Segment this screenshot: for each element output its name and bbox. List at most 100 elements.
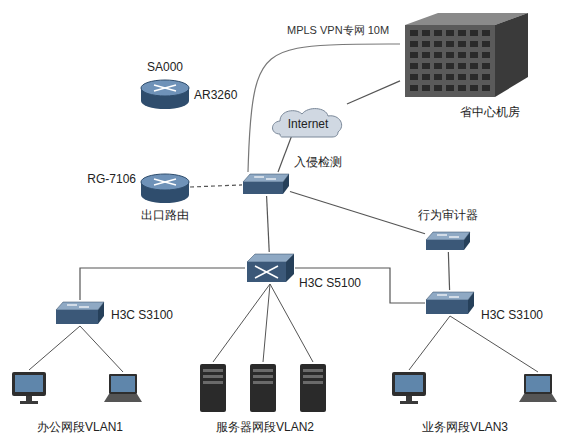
access-switch: H3C S3100 — [425, 290, 475, 316]
switch-front — [56, 310, 98, 324]
laptop-lid — [524, 374, 552, 394]
building-window — [470, 30, 478, 36]
segment-label: 办公网段VLAN1 — [37, 420, 123, 434]
switch-top — [243, 174, 289, 182]
building-window — [410, 52, 418, 58]
building-window — [470, 74, 478, 80]
switch-arrow — [255, 266, 278, 278]
device-label: Internet — [288, 117, 329, 131]
network-link — [278, 135, 292, 172]
drive-bay — [303, 369, 323, 372]
switch-side — [468, 292, 474, 314]
building-window — [410, 30, 418, 36]
drive-bay — [303, 375, 323, 378]
switch-top — [426, 292, 474, 300]
switch-arrow — [79, 306, 89, 307]
switch-side — [464, 232, 470, 250]
desktop-computer — [392, 372, 426, 404]
server-case — [200, 364, 226, 412]
building-window — [422, 63, 430, 69]
router-top — [141, 174, 189, 190]
device-label: 省中心机房 — [460, 105, 520, 119]
building-window — [434, 41, 442, 47]
switch-front — [426, 240, 464, 250]
router-icon — [140, 172, 190, 204]
building-window — [422, 74, 430, 80]
building-window — [458, 52, 466, 58]
segment-label: 业务网段VLAN3 — [422, 420, 508, 434]
building-window — [482, 63, 490, 69]
device-label: RG-7106 — [87, 172, 136, 186]
switch-icon — [55, 300, 105, 326]
switch-icon — [425, 230, 471, 252]
building-window — [470, 63, 478, 69]
building-window — [446, 41, 454, 47]
stand — [26, 396, 32, 401]
network-cable — [29, 326, 80, 370]
network-cable — [270, 284, 313, 362]
laptop-base — [519, 394, 557, 402]
router-device: SA000AR3260 — [140, 78, 190, 110]
cloud-shape — [273, 109, 342, 137]
internet-cloud: Internet — [268, 104, 348, 138]
laptop-lid — [109, 374, 137, 394]
building-window — [446, 30, 454, 36]
switch-arrow — [437, 294, 447, 295]
router-arrow — [154, 85, 176, 91]
device-label: 入侵检测 — [294, 155, 342, 169]
building-window — [482, 30, 490, 36]
switch-front — [243, 182, 283, 194]
building-window — [446, 85, 454, 91]
building-window — [458, 85, 466, 91]
network-link — [267, 196, 270, 252]
network-link — [347, 81, 400, 104]
building-icon — [400, 5, 530, 100]
access-switch: H3C S3100 — [55, 300, 105, 326]
monitor — [392, 372, 426, 396]
drive-bay — [253, 375, 273, 378]
laptop-computer — [519, 374, 557, 402]
switch-top — [247, 254, 294, 262]
segment-label: 服务器网段VLAN2 — [216, 420, 314, 434]
switch-arrow — [255, 266, 278, 278]
audit-switch: 行为审计器 — [425, 230, 471, 252]
device-label: H3C S3100 — [111, 308, 173, 322]
building-window — [458, 63, 466, 69]
building-window — [470, 52, 478, 58]
building-window — [482, 85, 490, 91]
device-label: AR3260 — [194, 88, 237, 102]
router-arrow — [154, 179, 176, 185]
building-window — [434, 30, 442, 36]
switch-arrow — [437, 234, 447, 235]
building-window — [482, 52, 490, 58]
desktop-computer — [12, 372, 46, 404]
base — [20, 401, 38, 404]
router-arrow — [154, 179, 176, 185]
building-window — [482, 41, 490, 47]
building-window — [458, 74, 466, 80]
switch-arrow — [254, 176, 264, 177]
server-tower — [200, 364, 226, 412]
server-case — [250, 364, 276, 412]
screen — [395, 375, 423, 392]
network-link — [80, 268, 245, 300]
building-window — [410, 63, 418, 69]
building-window — [434, 63, 442, 69]
drive-bay — [203, 369, 223, 372]
switch-icon — [242, 172, 290, 196]
router-device: RG-7106出口路由 — [140, 172, 190, 204]
building-window — [434, 52, 442, 58]
switch-arrow — [449, 236, 459, 237]
network-link — [448, 252, 449, 290]
building-front — [405, 25, 495, 97]
stand — [406, 396, 412, 401]
network-cable — [263, 284, 270, 362]
switch-arrow — [449, 296, 459, 297]
switch-top — [56, 302, 104, 310]
router-icon — [140, 78, 190, 110]
building-window — [446, 63, 454, 69]
building-window — [410, 41, 418, 47]
switch-front — [426, 300, 468, 314]
